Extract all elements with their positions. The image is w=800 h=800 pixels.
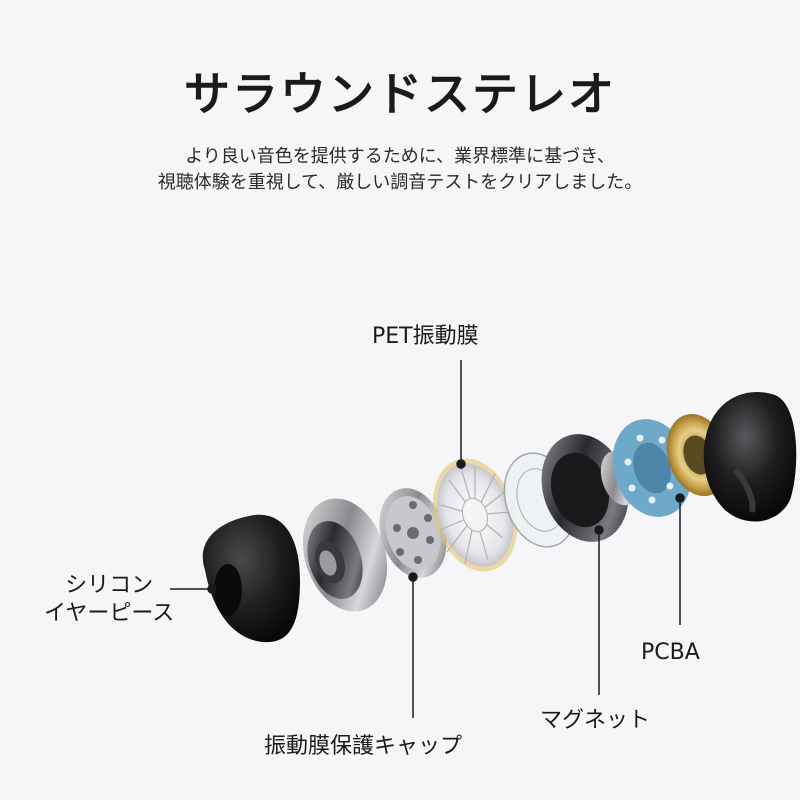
description-line-1: より良い音色を提供するために、業界標準に基づき、 [185,146,615,167]
leader-pcba-dot [675,493,685,503]
label-diaphragm-cap: 振動膜保護キャップ [264,734,463,759]
diaphragm-cap-part [379,488,447,578]
label-pet-diaphragm: PET振動膜 [372,324,479,349]
leader-cap-dot [408,572,418,582]
metal-housing-part [302,498,388,612]
leader-lines [170,360,685,718]
label-silicone-eartip: シリコン イヤーピース [44,572,174,628]
rear-shell-part [703,392,797,522]
label-silicone-line-2: イヤーピース [44,601,175,626]
label-pcba: PCBA [641,640,700,665]
label-magnet: マグネット [540,708,651,733]
leader-magnet-dot [594,525,604,535]
leader-silicone-dot [207,584,217,594]
leader-pet-dot [456,459,466,469]
silicone-eartip-part [202,514,300,643]
description-line-2: 視聴体験を重視して、厳しい調音テストをクリアしました。 [157,172,643,193]
description: より良い音色を提供するために、業界標準に基づき、 視聴体験を重視して、厳しい調音… [0,144,800,196]
pet-diaphragm-part [432,458,518,572]
label-silicone-line-1: シリコン [65,573,154,598]
page-title: サラウンドステレオ [184,67,616,121]
